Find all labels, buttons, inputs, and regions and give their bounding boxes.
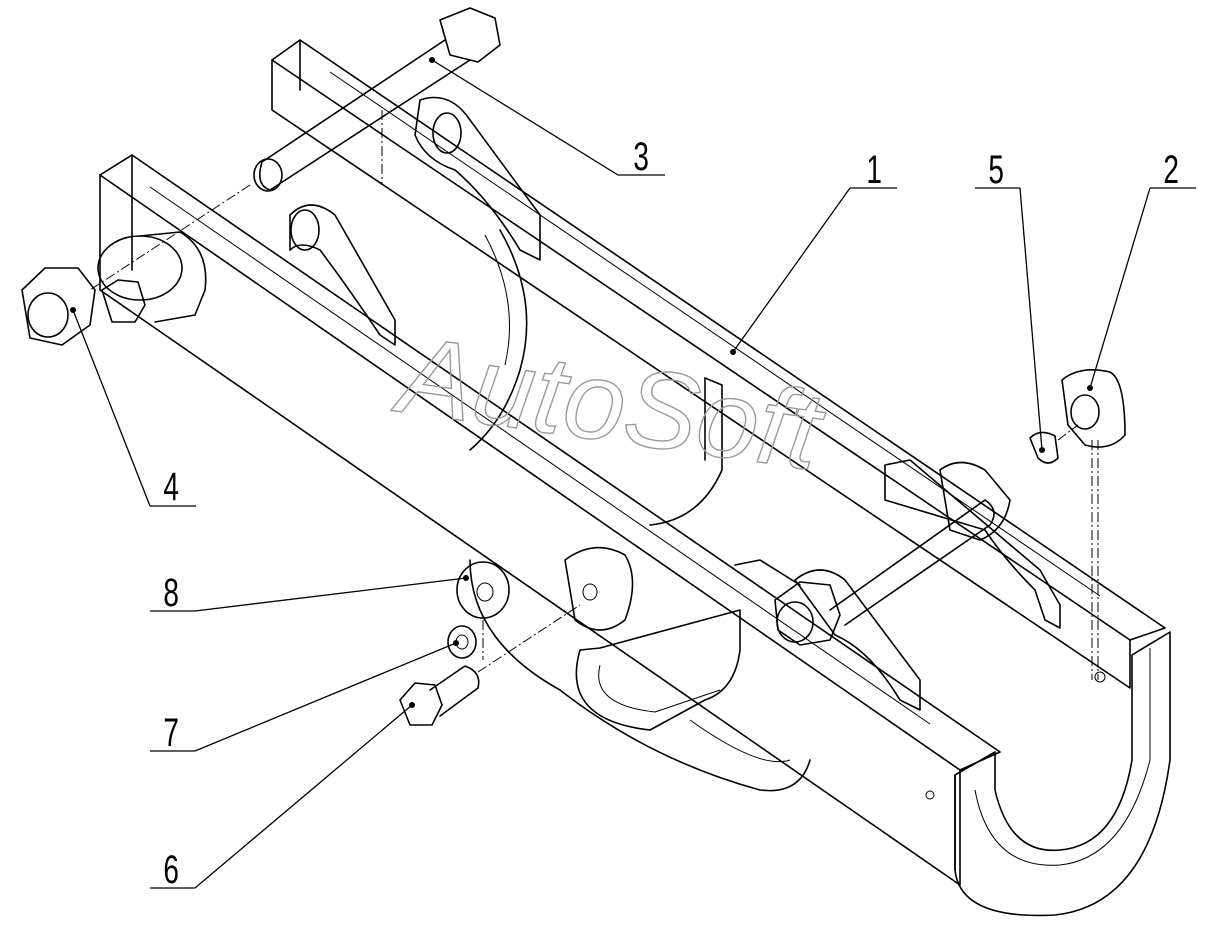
lower-hook-front [575, 609, 741, 731]
watermark-text: AutoSoft [387, 312, 832, 494]
part-3-pin [89, 7, 501, 291]
spacer-boss [564, 546, 634, 631]
callout-labels: 1 2 3 4 5 6 7 8 [163, 135, 1179, 892]
leader-dot-8 [463, 575, 469, 581]
screw-5 [1029, 431, 1059, 464]
callout-6: 6 [163, 848, 179, 892]
right-clamp-upper [939, 461, 1011, 541]
leader-dot-3 [429, 57, 435, 63]
callout-4: 4 [163, 465, 179, 509]
fork-arm-center [649, 377, 723, 526]
hex-nut-4 [21, 267, 96, 346]
part-5-screw [1029, 424, 1079, 464]
callout-leaders [70, 57, 1196, 889]
callout-8: 8 [163, 571, 179, 615]
fork-eye-left [290, 209, 320, 251]
eye-block-2 [1061, 369, 1126, 448]
callout-5: 5 [988, 148, 1004, 192]
leader-dot-2 [1087, 385, 1093, 391]
pin-shaft-upper [259, 39, 471, 191]
front-beam [99, 174, 961, 886]
rear-beam-top [271, 39, 1166, 641]
frame-assembly [97, 39, 1171, 917]
right-lower-pin [774, 499, 995, 646]
right-u-bracket [954, 631, 1171, 917]
parts-6-7-8 [399, 546, 634, 726]
leader-dot-4 [70, 307, 76, 313]
right-clamp-lower [794, 569, 921, 711]
callout-1: 1 [866, 148, 882, 192]
right-clamp-tab [734, 559, 801, 586]
bolt-end-left [101, 279, 146, 323]
bolt-shaft-6 [429, 665, 480, 717]
lower-hook-arc-1 [469, 559, 811, 792]
bolt-head-6 [399, 682, 443, 726]
callout-3: 3 [633, 135, 649, 179]
fork-arm-mid [414, 96, 541, 261]
leader-dot-7 [453, 640, 459, 646]
fork-arm-left [289, 204, 396, 346]
callout-2: 2 [1163, 148, 1179, 192]
washer-8 [456, 561, 510, 619]
nut-right-lower [774, 581, 841, 646]
part-2-block [1061, 369, 1126, 680]
bolt-head-upper [439, 7, 501, 63]
leader-dot-6 [409, 702, 415, 708]
lock-washer-7 [447, 625, 477, 659]
rear-beam-hole [1094, 671, 1106, 683]
callout-7: 7 [163, 711, 179, 755]
fork-arm-right [884, 459, 1061, 629]
fork-web-left [469, 229, 528, 451]
leader-dot-5 [1039, 447, 1045, 453]
rear-beam [271, 59, 1131, 689]
fork-eye-mid [432, 112, 462, 154]
pin-shaft-lower [829, 499, 995, 626]
beam-hole [925, 790, 935, 800]
part-4-nut [21, 267, 146, 346]
leader-dot-1 [730, 349, 736, 355]
